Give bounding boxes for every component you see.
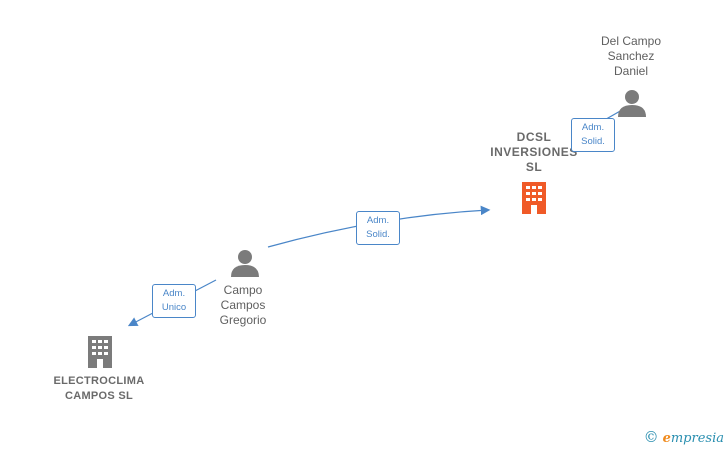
company-electroclima-label[interactable]: ELECTROCLIMA CAMPOS SL <box>53 375 145 402</box>
person-campo-label[interactable]: Campo Campos Gregorio <box>219 283 267 327</box>
brand-name: mpresia <box>670 431 724 446</box>
building-icon[interactable] <box>518 180 550 216</box>
edge-badge-del-campo-to-dcsl: Adm. Solid. <box>571 118 615 152</box>
person-icon[interactable] <box>230 248 260 278</box>
empresia-logo: ©empresia <box>644 428 724 446</box>
brand-initial: e <box>662 431 671 446</box>
person-icon[interactable] <box>617 88 647 118</box>
copyright-icon: © <box>643 428 659 446</box>
person-del-campo-label[interactable]: Del Campo Sanchez Daniel <box>600 34 662 78</box>
edge-badge-campo-to-electroclima: Adm. Unico <box>152 284 196 318</box>
building-icon[interactable] <box>84 334 116 370</box>
company-dcsl-label[interactable]: DCSL INVERSIONES SL <box>490 130 578 174</box>
edge-badge-campo-to-dcsl: Adm. Solid. <box>356 211 400 245</box>
